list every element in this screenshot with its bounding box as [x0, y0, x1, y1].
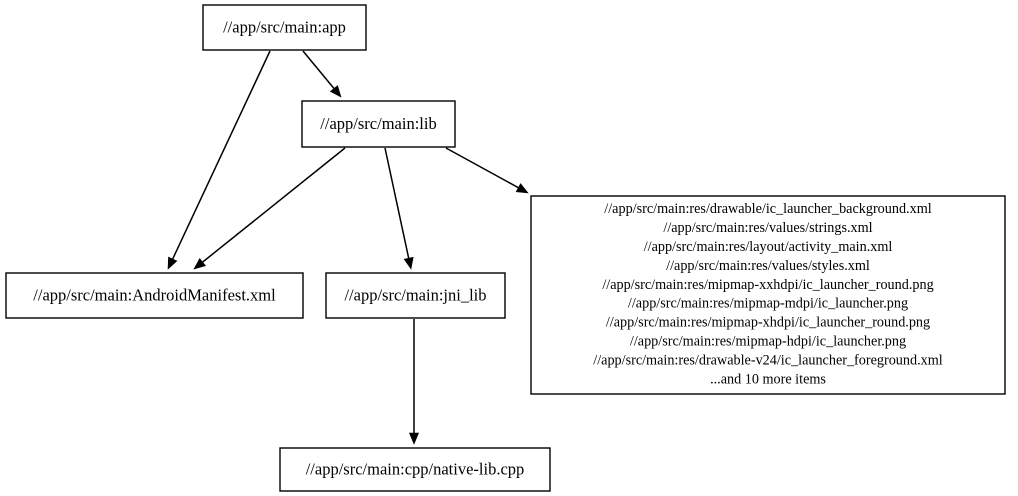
edge-jni-lib-to-native-lib: [408, 319, 420, 445]
edge-arrowhead: [408, 432, 420, 445]
node-label-line: //app/src/main:res/drawable-v24/ic_launc…: [593, 352, 943, 368]
edge-arrowhead: [167, 256, 178, 270]
edge-lib-to-jni-lib: [384, 147, 414, 270]
edges-layer: [167, 50, 529, 445]
node-box[interactable]: [530, 195, 1006, 395]
edge-app-to-manifest: [167, 50, 271, 270]
edge-line: [384, 147, 410, 259]
node-res_group[interactable]: //app/src/main:res/drawable/ic_launcher_…: [530, 195, 1006, 395]
node-label-line: //app/src/main:res/mipmap-xxhdpi/ic_laun…: [602, 277, 933, 293]
node-label-line: //app/src/main:res/drawable/ic_launcher_…: [604, 201, 931, 217]
node-label-line: ...and 10 more items: [710, 371, 826, 387]
edge-line: [202, 147, 346, 263]
node-app[interactable]: //app/src/main:app: [202, 4, 367, 51]
node-label-line: //app/src/main:res/mipmap-xhdpi/ic_launc…: [606, 315, 930, 331]
edge-lib-to-manifest: [193, 147, 346, 270]
nodes-layer: //app/src/main:app //app/src/main:lib //ap…: [5, 4, 1006, 492]
node-label-line: //app/src/main:res/mipmap-mdpi/ic_launch…: [628, 296, 908, 312]
edge-line: [445, 147, 519, 189]
node-box[interactable]: [325, 272, 506, 319]
node-label: //app/src/main:lib: [320, 114, 436, 133]
node-label: //app/src/main:jni_lib: [344, 285, 486, 304]
node-box[interactable]: [202, 4, 367, 51]
node-label-line: //app/src/main:res/values/styles.xml: [666, 258, 870, 274]
node-jni_lib[interactable]: //app/src/main:jni_lib: [325, 272, 506, 319]
edge-lib-to-res-group: [445, 147, 529, 194]
node-label-line: //app/src/main:res/layout/activity_main.…: [644, 239, 893, 255]
node-manifest[interactable]: //app/src/main:AndroidManifest.xml: [5, 272, 304, 319]
node-box[interactable]: [279, 447, 551, 492]
node-label: //app/src/main:app: [223, 17, 346, 36]
edge-arrowhead: [193, 257, 206, 270]
node-lib[interactable]: //app/src/main:lib: [301, 100, 456, 148]
node-label-line: //app/src/main:res/values/strings.xml: [663, 220, 872, 236]
node-label: //app/src/main:AndroidManifest.xml: [33, 285, 276, 304]
node-native_lib[interactable]: //app/src/main:cpp/native-lib.cpp: [279, 447, 551, 492]
edge-arrowhead: [329, 85, 342, 98]
node-box[interactable]: [5, 272, 304, 319]
edge-app-to-lib: [302, 50, 342, 98]
node-box[interactable]: [301, 100, 456, 148]
edge-arrowhead: [515, 183, 529, 194]
edge-arrowhead: [403, 256, 414, 270]
edge-line: [171, 50, 271, 260]
node-label: //app/src/main:cpp/native-lib.cpp: [306, 459, 525, 478]
edge-line: [302, 50, 335, 89]
node-label-line: //app/src/main:res/mipmap-hdpi/ic_launch…: [630, 334, 906, 350]
